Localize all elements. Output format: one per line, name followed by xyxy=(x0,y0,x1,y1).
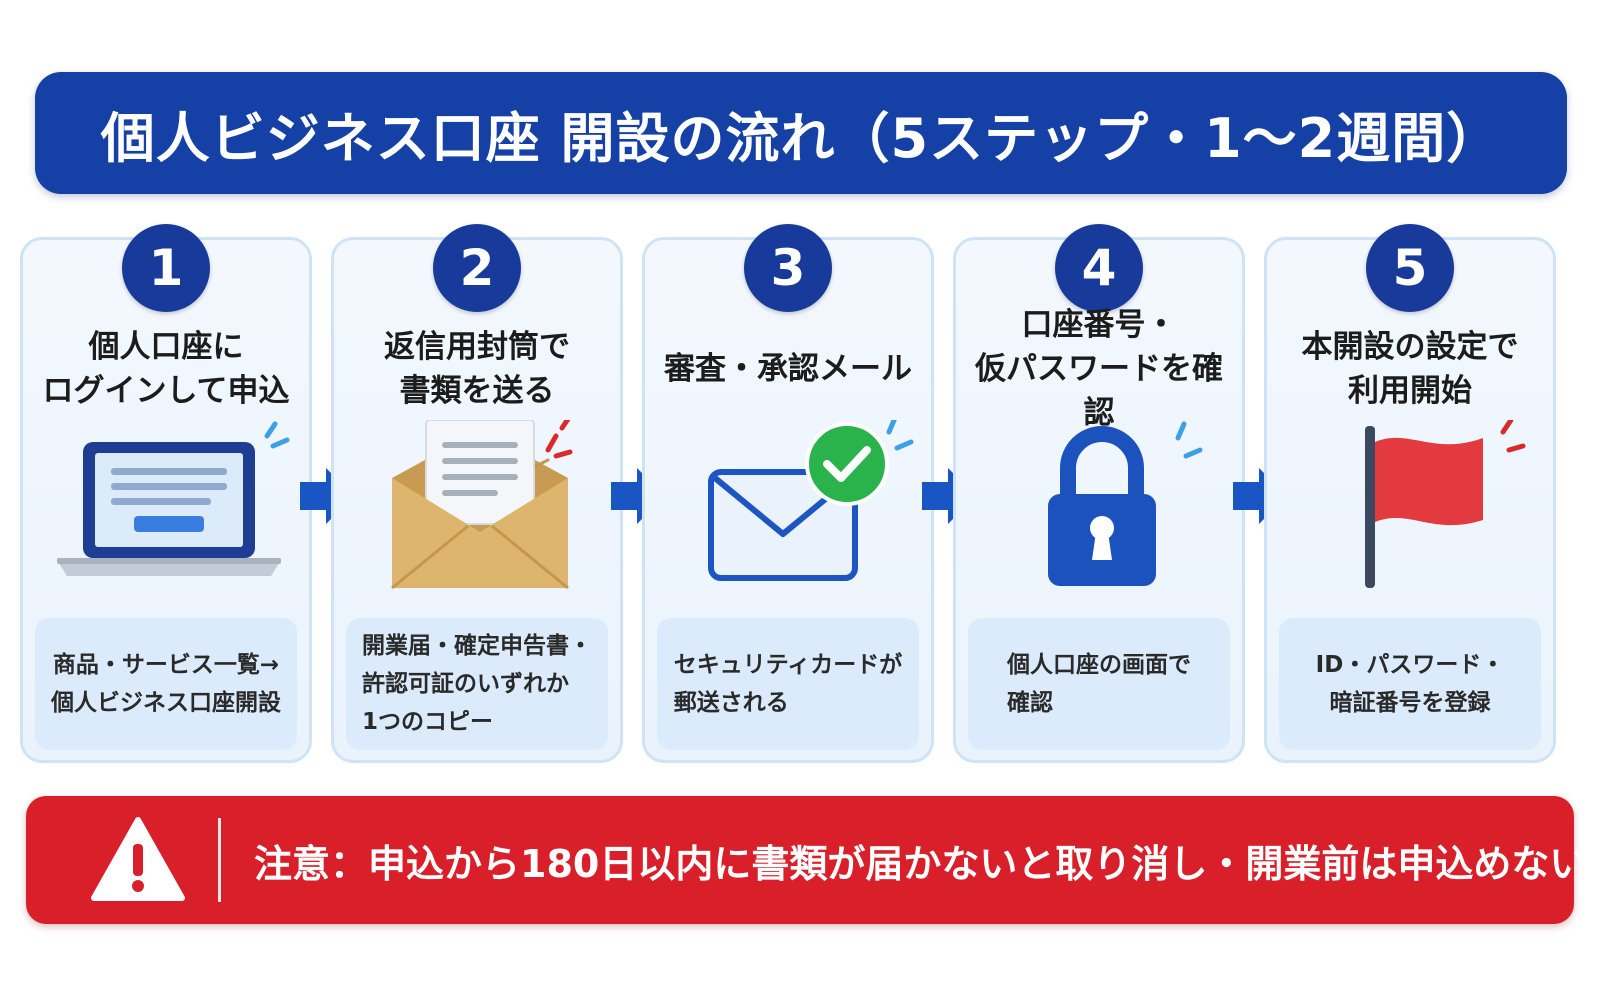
step-title: 本開設の設定で 利用開始 xyxy=(1301,329,1519,409)
step-note-text: セキュリティカードが 郵送される xyxy=(673,652,903,716)
step-note: 個人口座の画面で 確認 xyxy=(968,618,1230,750)
step-card-4: 4 口座番号・ 仮パスワードを確認 個人口座の画面で 確認 xyxy=(953,224,1245,763)
step-card-1: 1 個人口座に ログインして申込 商品・サービス一覧→ 個人ビジネス口座開設 xyxy=(20,224,312,763)
step-note-text: 開業届・確定申告書・ 許認可証のいずれか 1つのコピー xyxy=(362,633,592,735)
warning-banner: 注意：申込から180日以内に書類が届かないと取り消し・開業前は申込めない xyxy=(26,796,1588,924)
lock-icon xyxy=(972,420,1232,590)
arrow-right-icon xyxy=(300,466,356,526)
step-number-badge: 1 xyxy=(122,224,210,312)
warning-icon xyxy=(90,814,186,906)
step-number-badge: 3 xyxy=(744,224,832,312)
step-title: 審査・承認メール xyxy=(664,351,912,387)
page-title: 個人ビジネス口座 開設の流れ（5ステップ・1〜2週間） xyxy=(100,106,1502,170)
step-card-2: 2 返信用封筒で 書類を送る 開業届・確定申告書・ 許認可証のいずれか 1つのコ… xyxy=(331,224,623,763)
step-note: セキュリティカードが 郵送される xyxy=(657,618,919,750)
step-title: 口座番号・ 仮パスワードを確認 xyxy=(975,307,1223,431)
step-number-badge: 4 xyxy=(1055,224,1143,312)
arrow-right-icon xyxy=(922,466,978,526)
arrow-right-icon xyxy=(1233,466,1289,526)
step-note-text: 商品・サービス一覧→ 個人ビジネス口座開設 xyxy=(51,652,281,716)
warning-divider xyxy=(218,818,221,902)
warning-text: 注意：申込から180日以内に書類が届かないと取り消し・開業前は申込めない xyxy=(254,841,1588,886)
step-note: 商品・サービス一覧→ 個人ビジネス口座開設 xyxy=(35,618,297,750)
step-title: 個人口座に ログインして申込 xyxy=(42,329,290,409)
step-title: 返信用封筒で 書類を送る xyxy=(384,329,570,409)
step-number-badge: 5 xyxy=(1366,224,1454,312)
flag-icon xyxy=(1283,420,1543,590)
step-card-3: 3 審査・承認メール セキュリティカードが 郵送される xyxy=(642,224,934,763)
step-number-badge: 2 xyxy=(433,224,521,312)
laptop-icon xyxy=(39,420,299,590)
step-card-5: 5 本開設の設定で 利用開始 ID・パスワード・ 暗証番号を登録 xyxy=(1264,224,1556,763)
mail-check-icon xyxy=(661,420,921,590)
step-note: 開業届・確定申告書・ 許認可証のいずれか 1つのコピー xyxy=(346,618,608,750)
arrow-right-icon xyxy=(611,466,667,526)
step-note: ID・パスワード・ 暗証番号を登録 xyxy=(1279,618,1541,750)
step-note-text: ID・パスワード・ 暗証番号を登録 xyxy=(1315,652,1505,716)
step-note-text: 個人口座の画面で 確認 xyxy=(1007,652,1191,716)
header-banner: 個人ビジネス口座 開設の流れ（5ステップ・1〜2週間） xyxy=(35,72,1567,194)
envelope-document-icon xyxy=(350,420,610,590)
